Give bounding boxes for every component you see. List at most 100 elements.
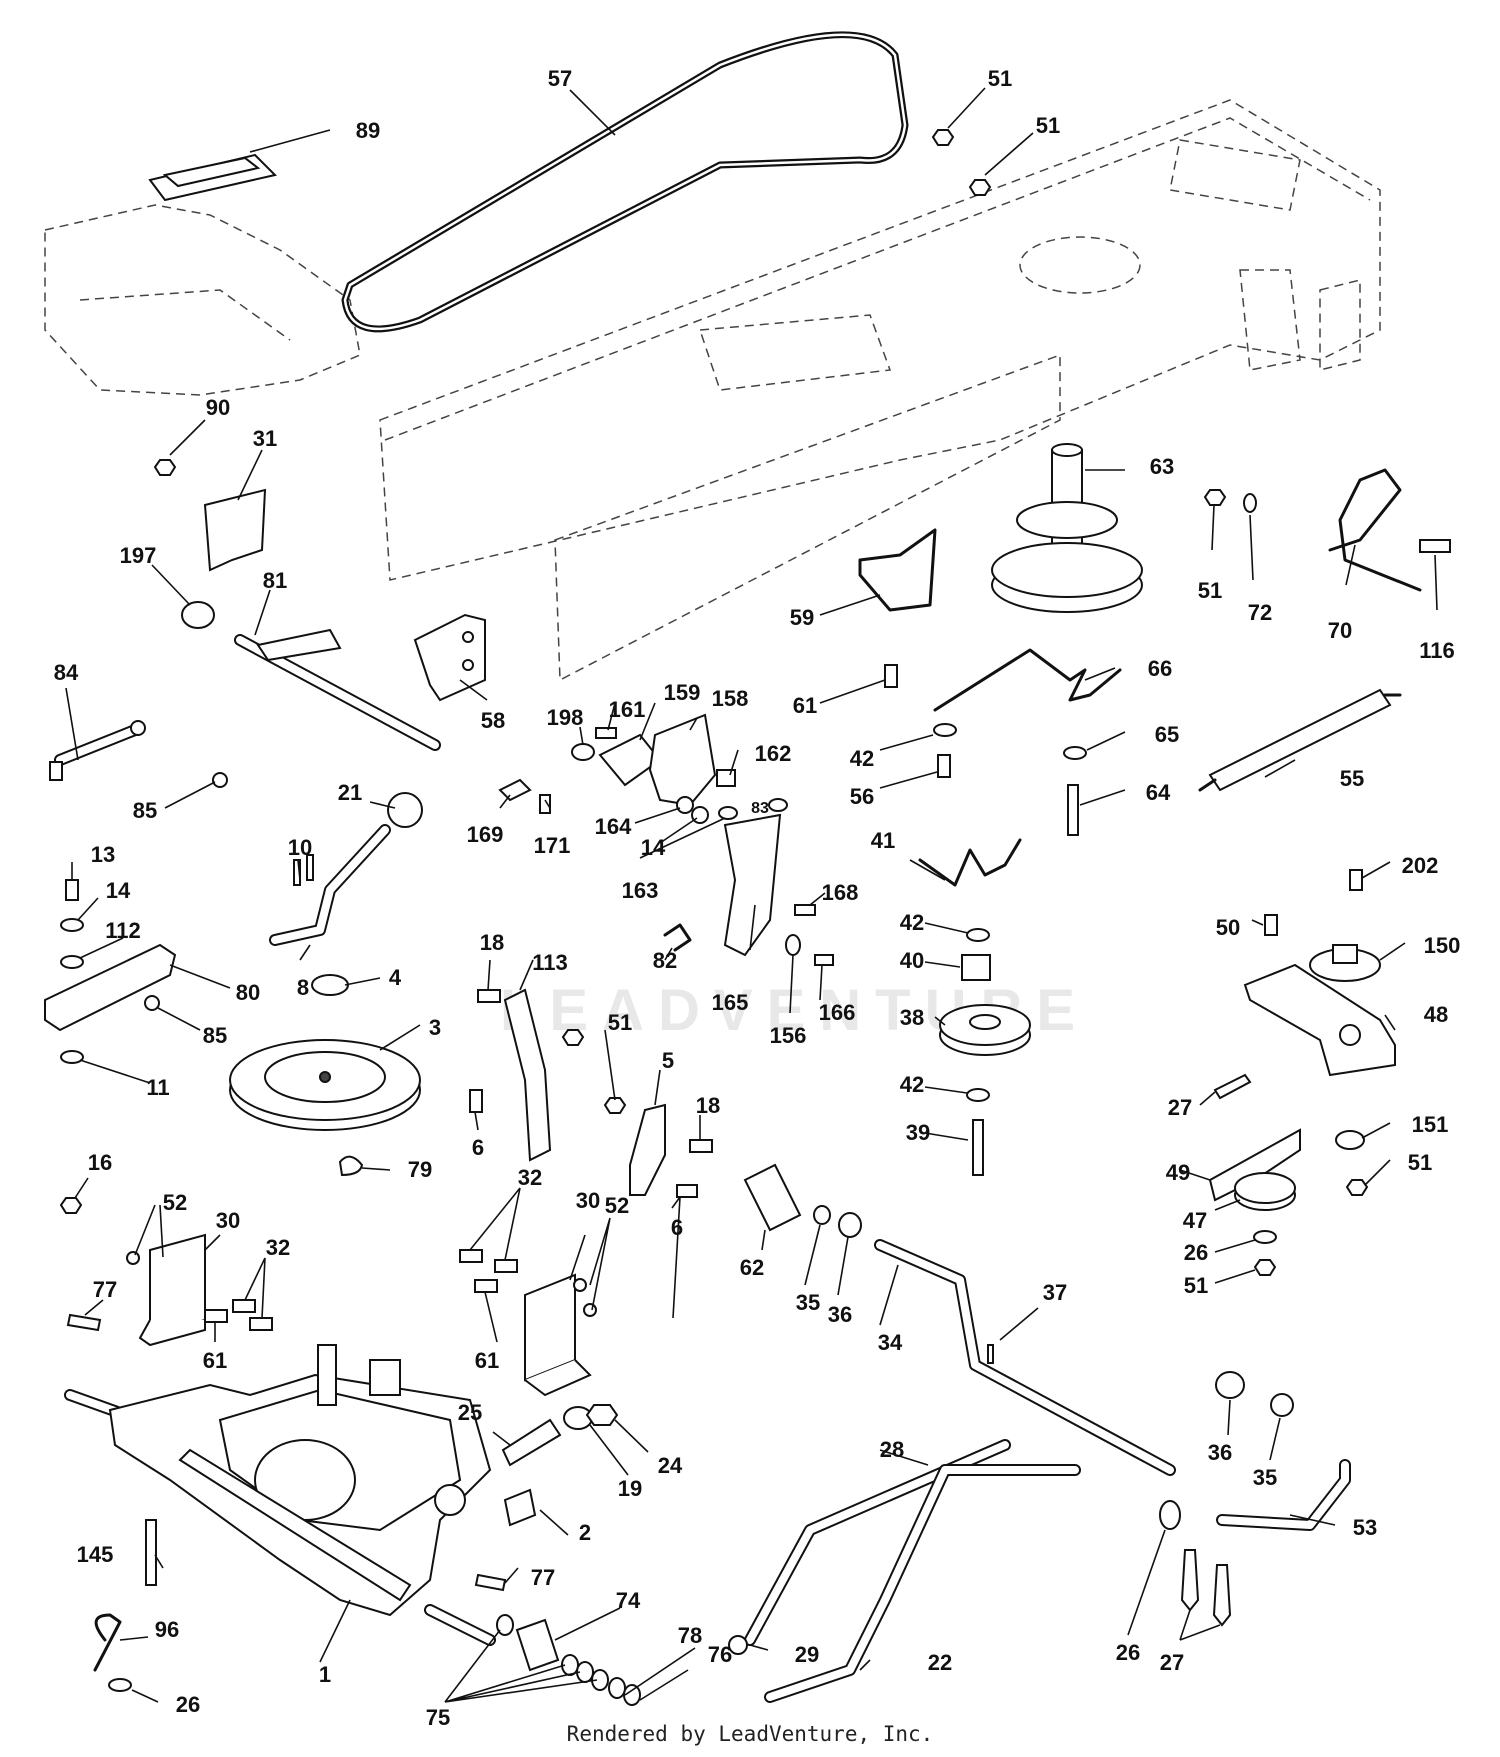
key-77b	[474, 1573, 507, 1592]
nut-85b	[144, 995, 160, 1011]
callout-22: 22	[928, 1650, 952, 1675]
nut-90	[153, 459, 177, 476]
callout-37: 37	[1043, 1280, 1067, 1305]
callout-65: 65	[1155, 722, 1179, 747]
washer-26a	[1253, 1230, 1277, 1244]
bolt-18b	[689, 1139, 713, 1153]
callout-11: 11	[146, 1075, 169, 1100]
callout-3: 3	[429, 1015, 441, 1040]
callout-35: 35	[796, 1290, 820, 1315]
spacer-19	[563, 1406, 593, 1430]
spacer-40	[961, 954, 991, 981]
callout-198: 198	[547, 705, 584, 730]
washer-83b	[768, 798, 788, 812]
callout-62: 62	[740, 1255, 764, 1280]
nut-24	[585, 1404, 619, 1426]
callout-8: 8	[297, 975, 309, 1000]
plate-48	[1243, 963, 1396, 1077]
washer-36a	[838, 1212, 862, 1238]
callout-50: 50	[1216, 915, 1240, 940]
washer-42b	[966, 928, 990, 942]
bolt-145	[145, 1519, 157, 1586]
callout-51: 51	[1408, 1150, 1432, 1175]
washer-11	[60, 1050, 84, 1064]
wire-66	[933, 648, 1122, 712]
callout-202: 202	[1402, 853, 1439, 878]
callout-48: 48	[1424, 1002, 1448, 1027]
washer-198	[571, 743, 595, 761]
nut-16	[59, 1197, 83, 1214]
washer-156	[785, 934, 801, 956]
washer-83a	[718, 806, 738, 820]
callout-4: 4	[389, 965, 402, 990]
plate-80	[44, 943, 177, 1032]
callout-61: 61	[793, 693, 817, 718]
bolt-166	[814, 954, 834, 966]
callout-26: 26	[1184, 1240, 1208, 1265]
bolt-161	[595, 727, 617, 739]
pin-27c	[1212, 1564, 1232, 1627]
pin-37	[987, 1344, 994, 1364]
callout-150: 150	[1424, 933, 1461, 958]
rod-34	[874, 1239, 1176, 1476]
callout-51: 51	[608, 1010, 632, 1035]
callout-82: 82	[653, 948, 677, 973]
pin-27b	[1180, 1549, 1200, 1612]
spring-2	[503, 1488, 537, 1527]
callout-16: 16	[88, 1150, 112, 1175]
callout-74: 74	[616, 1588, 641, 1613]
callout-51: 51	[1036, 113, 1060, 138]
pulley-47	[1234, 1172, 1296, 1211]
link-84	[49, 720, 146, 781]
callout-84: 84	[54, 660, 79, 685]
knob-21	[387, 792, 423, 828]
bolt-168	[794, 904, 816, 916]
callout-labels: 57 51 51 89 90 31 197 81 84 85 58 63 51 …	[54, 66, 1461, 1730]
callout-164: 164	[595, 814, 632, 839]
nut-52c	[573, 1278, 587, 1292]
bolt-50	[1264, 914, 1278, 936]
rod-53	[1216, 1459, 1351, 1531]
callout-36: 36	[828, 1302, 852, 1327]
callout-25: 25	[458, 1400, 482, 1425]
callout-30: 30	[576, 1188, 600, 1213]
callout-5: 5	[662, 1048, 674, 1073]
callout-47: 47	[1183, 1208, 1207, 1233]
pin-96	[93, 1613, 122, 1672]
callout-18: 18	[696, 1093, 720, 1118]
callout-18: 18	[480, 930, 504, 955]
callout-14: 14	[106, 878, 131, 903]
callout-42: 42	[850, 746, 874, 771]
footer-credit: Rendered by LeadVenture, Inc.	[566, 1722, 934, 1746]
cap-79	[338, 1155, 364, 1177]
plate-158	[648, 713, 717, 807]
callout-6: 6	[671, 1215, 683, 1240]
spring-55-hook	[1198, 693, 1402, 792]
callout-159: 159	[664, 680, 701, 705]
nut-51d	[1345, 1179, 1369, 1196]
callout-77: 77	[93, 1277, 117, 1302]
callout-156: 156	[770, 1023, 807, 1048]
bolt-202	[1349, 869, 1363, 891]
callout-38: 38	[900, 1005, 924, 1030]
callout-169: 169	[467, 822, 504, 847]
washer-42a	[933, 723, 957, 737]
callout-161: 161	[609, 697, 646, 722]
pulley-38	[939, 1004, 1031, 1056]
callout-72: 72	[1248, 600, 1272, 625]
washer-65	[1063, 746, 1087, 760]
nut-85a	[212, 772, 228, 788]
washer-14b	[60, 918, 84, 932]
washer-36b	[1215, 1371, 1245, 1399]
spring-55	[1208, 688, 1392, 792]
bracket-165	[723, 813, 782, 957]
washer-72	[1243, 493, 1257, 513]
spacer-162	[716, 769, 736, 787]
screw-171	[539, 794, 551, 814]
wire-41	[918, 838, 1022, 887]
callout-163: 163	[622, 878, 659, 903]
nut-52a	[126, 1251, 140, 1265]
callout-58: 58	[481, 708, 505, 733]
rod-22	[764, 1464, 1081, 1703]
